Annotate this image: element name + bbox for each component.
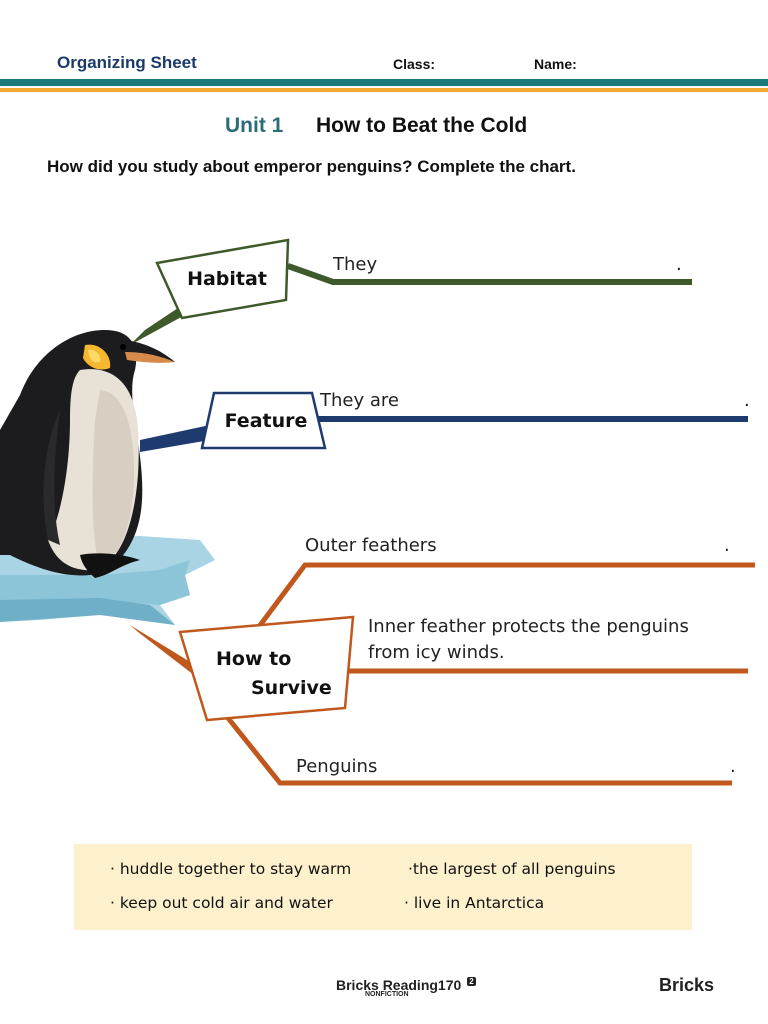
word-bank-item: · live in Antarctica xyxy=(404,894,545,912)
survive-box xyxy=(178,615,355,722)
habitat-stem xyxy=(130,300,190,345)
header-rule-orange xyxy=(0,88,768,92)
feature-sentence-start: They are xyxy=(319,390,399,411)
feature-sentence-end: . xyxy=(744,390,750,411)
footer-brand-text: Bricks Reading170 xyxy=(336,977,462,993)
habitat-box xyxy=(155,238,290,320)
word-bank-item: · keep out cold air and water xyxy=(110,894,333,912)
bricks-logo: Bricks xyxy=(659,975,715,995)
feature-box-label: Feature xyxy=(225,410,308,432)
habitat-sentence-start: They xyxy=(332,254,377,275)
name-label: Name: xyxy=(534,56,577,72)
survive-branch-3-text: Penguins xyxy=(296,756,377,777)
footer-brand: Bricks Reading170 2 xyxy=(336,977,476,993)
survive-branch-3-line[interactable] xyxy=(226,716,732,786)
word-bank-item: · huddle together to stay warm xyxy=(110,860,352,878)
survive-branch-3-end: . xyxy=(730,756,736,777)
feature-box xyxy=(200,391,327,450)
unit-title: How to Beat the Cold xyxy=(316,114,528,137)
footer-brand-badge: 2 xyxy=(467,977,476,986)
unit-label: Unit 1 xyxy=(225,114,284,137)
survive-branch-1-text: Outer feathers xyxy=(305,535,437,556)
footer-subtitle: NONFICTION xyxy=(365,991,409,998)
habitat-sentence-end: . xyxy=(676,254,682,275)
survive-branch-1-line[interactable] xyxy=(255,562,755,630)
header-rule-teal xyxy=(0,79,768,86)
word-bank: · huddle together to stay warm ·the larg… xyxy=(74,844,692,930)
survive-branch-1-end: . xyxy=(724,535,730,556)
survive-stem xyxy=(130,625,203,682)
habitat-box-label: Habitat xyxy=(187,268,267,290)
penguin-illustration xyxy=(0,330,175,578)
sheet-title: Organizing Sheet xyxy=(57,53,197,72)
survive-branch-2-text-2: from icy winds. xyxy=(368,642,505,663)
feature-stem xyxy=(140,425,210,452)
survive-box-label-1: How to xyxy=(216,648,291,670)
question-prompt: How did you study about emperor penguins… xyxy=(47,157,576,176)
class-label: Class: xyxy=(393,56,436,72)
word-bank-item: ·the largest of all penguins xyxy=(408,860,616,878)
habitat-answer-line[interactable] xyxy=(286,263,692,285)
concept-diagram: Habitat They . Feature They are . Outer … xyxy=(0,238,755,786)
survive-branch-2-text-1: Inner feather protects the penguins xyxy=(368,616,689,637)
survive-box-label-2: Survive xyxy=(251,677,332,699)
